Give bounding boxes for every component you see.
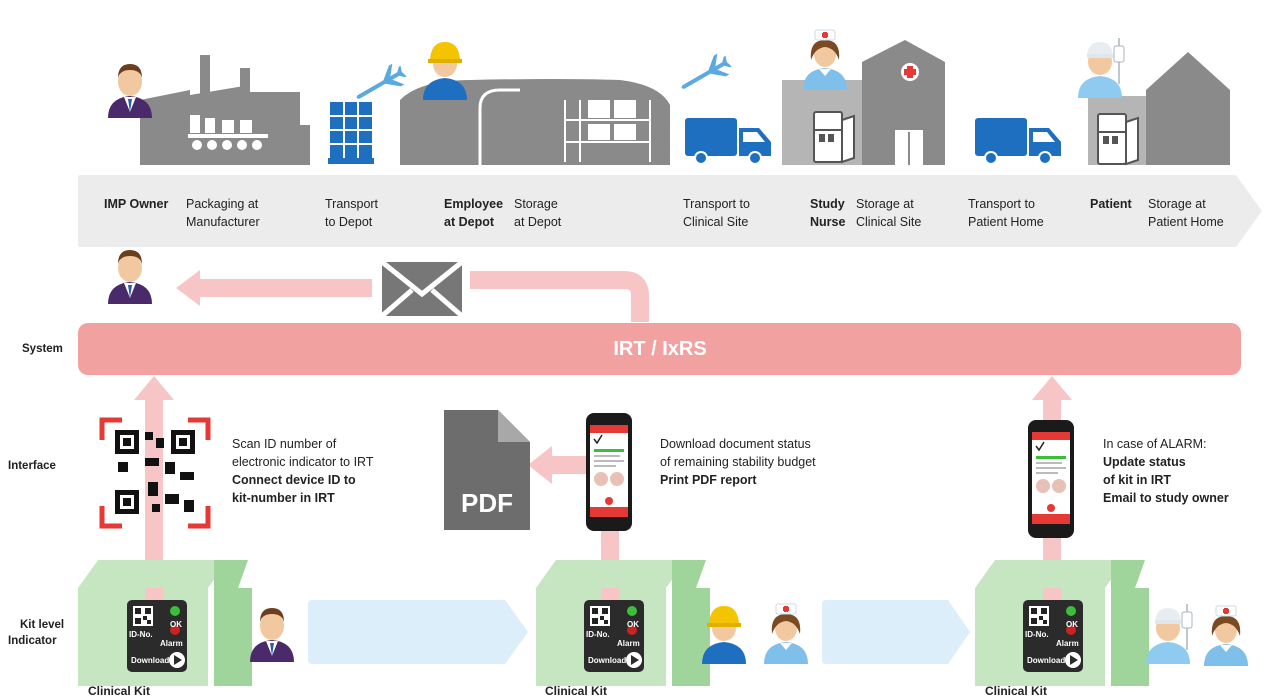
email-envelope-icon bbox=[380, 260, 464, 318]
step-label: Clinical Site bbox=[856, 215, 922, 229]
scan-text-bold: Connect device ID to bbox=[232, 473, 356, 487]
truck-icon bbox=[975, 118, 1061, 165]
kit-caption: Clinical Kit bbox=[545, 684, 608, 698]
kit-flow-arrow bbox=[822, 600, 970, 664]
imp-owner-avatar bbox=[250, 608, 294, 662]
study-nurse-avatar bbox=[763, 603, 809, 665]
step-label: Clinical Site bbox=[683, 215, 749, 229]
patient-avatar bbox=[1145, 603, 1193, 665]
indicator-alarm-label: Alarm bbox=[160, 639, 183, 648]
row-label-kit-level: Kit level bbox=[20, 619, 65, 631]
qr-scan-icon bbox=[99, 417, 211, 529]
alarm-text-bold: of kit in IRT bbox=[1103, 473, 1172, 487]
indicator-id-label: ID-No. bbox=[586, 630, 610, 639]
step-label: Storage at bbox=[856, 197, 914, 211]
phone-report-icon bbox=[585, 412, 633, 532]
irt-system-label: IRT / IxRS bbox=[613, 338, 707, 360]
email-arrow-head bbox=[176, 270, 200, 306]
kit-flow-arrow bbox=[308, 600, 528, 664]
truck-icon bbox=[685, 118, 771, 165]
step-role-study-nurse: Nurse bbox=[810, 215, 846, 229]
step-label: Patient Home bbox=[1148, 215, 1224, 229]
step-label: Storage at bbox=[1148, 197, 1206, 211]
step-role-study-nurse: Study bbox=[810, 197, 845, 211]
irt-system-bar bbox=[78, 323, 1241, 375]
indicator-alarm-label: Alarm bbox=[617, 639, 640, 648]
step-role-employee: at Depot bbox=[444, 215, 494, 229]
step-label: Transport to bbox=[968, 197, 1035, 211]
step-role-patient: Patient bbox=[1090, 197, 1132, 211]
timeline-band bbox=[78, 175, 1262, 247]
indicator-ok-label: OK bbox=[627, 620, 639, 629]
step-label: Transport bbox=[325, 197, 379, 211]
email-return-arrow bbox=[470, 271, 649, 322]
step-label: at Depot bbox=[514, 215, 562, 229]
phone-alarm-icon bbox=[1027, 419, 1075, 539]
clinical-site-illustration bbox=[782, 40, 945, 165]
step-label: Packaging at bbox=[186, 197, 259, 211]
indicator-download-label: Download bbox=[131, 656, 170, 665]
step-label: Patient Home bbox=[968, 215, 1044, 229]
pdf-arrow bbox=[528, 446, 552, 484]
patient-avatar bbox=[1077, 37, 1125, 99]
patient-home-illustration bbox=[1088, 52, 1230, 165]
download-text-bold: Print PDF report bbox=[660, 473, 757, 487]
plane-icon bbox=[675, 50, 735, 99]
scan-text: electronic indicator to IRT bbox=[232, 455, 374, 469]
depot-employee-avatar bbox=[423, 42, 467, 100]
step-label: Manufacturer bbox=[186, 215, 260, 229]
imp-owner-avatar bbox=[108, 64, 152, 118]
factory-illustration bbox=[140, 55, 310, 165]
kit-caption: Clinical Kit bbox=[985, 684, 1048, 698]
step-label: to Depot bbox=[325, 215, 373, 229]
download-text: of remaining stability budget bbox=[660, 455, 816, 469]
imp-owner-avatar bbox=[108, 250, 152, 304]
indicator-ok-label: OK bbox=[170, 620, 182, 629]
study-nurse-avatar bbox=[802, 29, 848, 91]
step-role-employee: Employee bbox=[444, 197, 504, 211]
pallet-icon bbox=[328, 102, 374, 164]
indicator-download-label: Download bbox=[588, 656, 627, 665]
indicator-download-label: Download bbox=[1027, 656, 1066, 665]
indicator-alarm-label: Alarm bbox=[1056, 639, 1079, 648]
indicator-ok-label: OK bbox=[1066, 620, 1078, 629]
scan-text-bold: kit-number in IRT bbox=[232, 491, 335, 505]
indicator-id-label: ID-No. bbox=[1025, 630, 1049, 639]
depot-warehouse-illustration bbox=[400, 79, 670, 165]
alarm-text-bold: Update status bbox=[1103, 455, 1186, 469]
step-label: Transport to bbox=[683, 197, 750, 211]
row-label-system: System bbox=[22, 343, 63, 355]
pdf-label: PDF bbox=[461, 488, 513, 518]
kit-caption: Clinical Kit bbox=[88, 684, 151, 698]
alarm-text-bold: Email to study owner bbox=[1103, 491, 1229, 505]
indicator-id-label: ID-No. bbox=[129, 630, 153, 639]
alarm-text: In case of ALARM: bbox=[1103, 437, 1207, 451]
pdf-document-icon bbox=[444, 410, 530, 530]
row-label-interface: Interface bbox=[8, 460, 56, 472]
scan-text: Scan ID number of bbox=[232, 437, 337, 451]
study-nurse-avatar bbox=[1203, 605, 1249, 667]
row-label-kit-level: Indicator bbox=[8, 635, 57, 647]
step-label: Storage bbox=[514, 197, 558, 211]
download-text: Download document status bbox=[660, 437, 811, 451]
step-role-imp-owner: IMP Owner bbox=[104, 197, 169, 211]
scan-up-arrow bbox=[145, 398, 163, 608]
